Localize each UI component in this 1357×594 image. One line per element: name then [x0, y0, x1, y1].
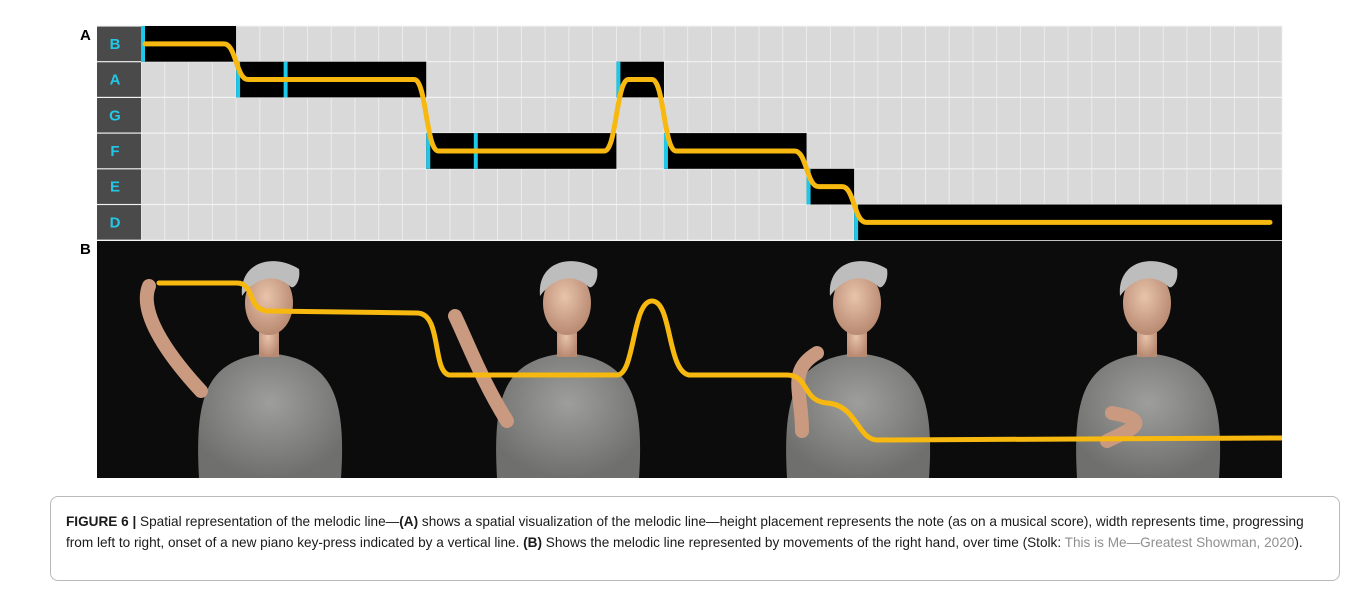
performer-face [543, 271, 591, 335]
note-label-cell [97, 98, 141, 133]
performer-hair [829, 261, 888, 296]
caption-ref-a: (A) [399, 514, 419, 529]
performer-frames [139, 261, 1282, 478]
note-label-cell [97, 62, 141, 97]
note-label-a: A [110, 72, 121, 89]
note-label-d: D [110, 214, 121, 231]
caption-ref-b: (B) [523, 534, 543, 550]
figure-caption: FIGURE 6 | Spatial representation of the… [66, 512, 1328, 553]
caption-text-b: Shows the melodic line represented by mo… [542, 534, 1065, 550]
performer-arm [448, 309, 514, 428]
performer-face [245, 271, 293, 335]
performer-face [1123, 271, 1171, 335]
panel-b-label: B [80, 241, 91, 258]
performer-shirt [198, 353, 343, 478]
figure-label: FIGURE 6 | [66, 514, 137, 529]
video-frames-photo [97, 241, 1282, 478]
melody-line [142, 41, 1273, 225]
piano-roll-chart: B A G F E D [97, 25, 1283, 241]
performer-shirt [1076, 353, 1221, 478]
onset-marker [616, 61, 621, 98]
performer-hair [241, 261, 300, 296]
performer-arm [139, 279, 208, 398]
panel-a-label: A [80, 27, 91, 44]
note-label-cell [97, 26, 141, 62]
note-label-e: E [110, 179, 120, 196]
note-label-b: B [110, 36, 121, 53]
note-label-g: G [109, 107, 121, 124]
performer-arm [791, 346, 824, 438]
caption-intro: Spatial representation of the melodic li… [136, 514, 400, 529]
onset-marker [663, 133, 668, 169]
caption-text-a: shows a spatial visualization of the mel… [66, 514, 1304, 550]
performer-hair [1119, 261, 1178, 296]
note-label-f: F [110, 143, 119, 160]
caption-frame [50, 496, 1340, 581]
note-label-cell [97, 169, 141, 204]
performer-shirt [496, 353, 641, 478]
note-label-cell [97, 205, 141, 240]
performer-shirt [786, 353, 931, 478]
caption-end: ). [1294, 534, 1303, 550]
caption-source-link[interactable]: This is Me—Greatest Showman, 2020 [1064, 534, 1295, 550]
note-label-cell [97, 133, 141, 169]
performer-face [833, 271, 881, 335]
hand-melody-line [156, 280, 1282, 443]
onset-marker [806, 168, 811, 205]
onset-marker [236, 61, 241, 98]
performer-hair [539, 261, 598, 296]
onset-marker [426, 133, 431, 169]
onset-marker [854, 204, 859, 241]
